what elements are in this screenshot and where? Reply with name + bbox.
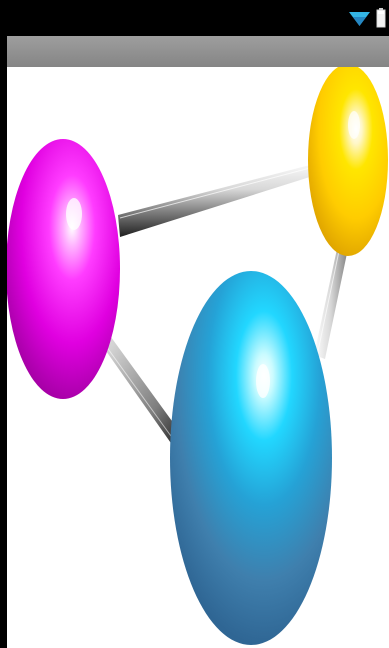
yellow-atom: [308, 67, 388, 256]
magenta-atom: [7, 139, 120, 399]
bond-magenta-yellow: [118, 160, 332, 237]
status-bar: [7, 0, 389, 36]
molecule-scene: [7, 67, 389, 648]
title-bar: [7, 36, 389, 67]
molecule-graphic: [7, 67, 389, 648]
status-icons: [348, 8, 386, 28]
left-screen-edge: [0, 0, 7, 648]
wifi-signal-icon: [348, 9, 371, 27]
blue-atom: [170, 271, 332, 645]
battery-icon: [376, 8, 386, 28]
